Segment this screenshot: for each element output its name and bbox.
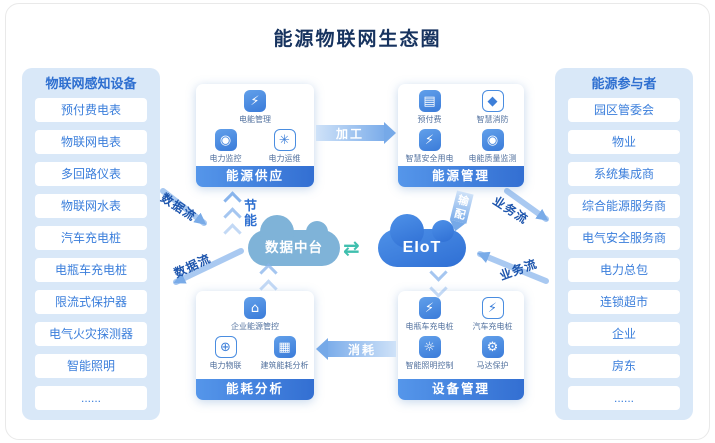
smart-lighting-icon: ☼	[418, 336, 441, 358]
device-item: 电气火灾探测器	[35, 322, 147, 346]
feature-label: 智慧消防	[476, 115, 509, 124]
chevron-up-icon	[223, 223, 242, 242]
data-platform-cloud: 数据中台	[248, 215, 340, 266]
feature-label: 电能管理	[239, 115, 271, 124]
motor-protection-icon: ⚙	[481, 336, 504, 358]
device-item: 智能照明	[35, 354, 147, 378]
participant-item: 电气安全服务商	[568, 226, 680, 250]
participant-item: 房东	[568, 354, 680, 378]
energy-management-features: ▤ 预付费 ◆ 智慧消防 ⚡ 智慧安全用电 ◉ 电能质量监测	[398, 84, 524, 168]
prepaid-icon: ▤	[418, 90, 441, 112]
feature-label: 电力运维	[268, 154, 301, 163]
energy-participants-panel-header: 能源参与者	[591, 76, 657, 91]
cycle-down-chevrons	[429, 263, 448, 298]
feature-label: 电能质量监测	[468, 154, 517, 163]
feature-label: 电力监控	[209, 154, 242, 163]
processing-arrow: 加工	[316, 122, 396, 144]
feature-item: ✳ 电力运维	[255, 129, 314, 164]
power-ops-icon: ✳	[273, 129, 296, 151]
feature-item: ▤ 预付费	[398, 90, 461, 125]
data-platform-cloud-label: 数据中台	[265, 240, 323, 255]
feature-item: ◉ 电能质量监测	[461, 129, 524, 164]
iot-devices-panel: 物联网感知设备 预付费电表物联网电表多回路仪表物联网水表汽车充电桩电瓶车充电桩限…	[22, 68, 160, 420]
cycle-up-chevrons	[259, 263, 278, 298]
participant-item: 物业	[568, 130, 680, 154]
iot-devices-list: 预付费电表物联网电表多回路仪表物联网水表汽车充电桩电瓶车充电桩限流式保护器电气火…	[22, 98, 160, 410]
consumption-arrow: 消耗	[316, 338, 396, 360]
arrow-head-right-icon	[384, 122, 396, 144]
feature-label: 建筑能耗分析	[260, 361, 309, 370]
feature-label: 电力物联	[209, 361, 242, 370]
energy-management-label: 能源管理	[398, 166, 524, 187]
chevron-down-icon	[429, 279, 448, 298]
energy-supply-features: ⚡ 电能管理◉ 电力监控 ✳ 电力运维	[196, 84, 314, 168]
feature-item: ⚡ 汽车充电桩	[461, 297, 524, 332]
device-item: ......	[35, 386, 147, 410]
participant-item: ......	[568, 386, 680, 410]
module-device-management: ⚡ 电瓶车充电桩 ⚡ 汽车充电桩 ☼ 智能照明控制 ⚙ 马达保护 设备管理	[398, 291, 524, 400]
power-quality-icon: ◉	[481, 129, 504, 151]
device-item: 预付费电表	[35, 98, 147, 122]
participant-item: 连锁超市	[568, 290, 680, 314]
feature-item: ⚡ 电能管理	[196, 90, 314, 125]
car-charger-icon: ⚡	[481, 297, 504, 319]
eiot-cloud-label: EIoT	[402, 239, 442, 256]
energy-participants-panel: 能源参与者 园区管委会物业系统集成商综合能源服务商电气安全服务商电力总包连锁超市…	[555, 68, 693, 420]
feature-label: 电瓶车充电桩	[405, 322, 454, 331]
feature-label: 马达保护	[476, 361, 509, 370]
energy-analysis-label: 能耗分析	[196, 379, 314, 400]
feature-item: ▦ 建筑能耗分析	[255, 336, 314, 371]
energy-saving-chevrons	[223, 191, 242, 242]
energy-saving-label: 节能	[243, 198, 257, 228]
feature-item: ◉ 电力监控	[196, 129, 255, 164]
device-management-label: 设备管理	[398, 379, 524, 400]
module-energy-supply: ⚡ 电能管理◉ 电力监控 ✳ 电力运维 能源供应	[196, 84, 314, 187]
module-energy-analysis: ⌂ 企业能源管控 ⊕ 电力物联 ▦ 建筑能耗分析 能耗分析	[196, 291, 314, 400]
processing-arrow-label: 加工	[316, 125, 384, 141]
iot-devices-panel-header: 物联网感知设备	[45, 76, 137, 91]
power-iot-globe-icon: ⊕	[214, 336, 237, 358]
device-item: 物联网水表	[35, 194, 147, 218]
participant-item: 电力总包	[568, 258, 680, 282]
feature-label: 智能照明控制	[405, 361, 454, 370]
arrow-head-left-icon	[316, 338, 328, 360]
energy-meter-icon: ⚡	[244, 90, 266, 112]
consumption-arrow-label: 消耗	[328, 341, 396, 357]
building-energy-icon: ▦	[273, 336, 296, 358]
participant-item: 企业	[568, 322, 680, 346]
device-management-features: ⚡ 电瓶车充电桩 ⚡ 汽车充电桩 ☼ 智能照明控制 ⚙ 马达保护	[398, 291, 524, 375]
device-item: 多回路仪表	[35, 162, 147, 186]
eiot-cloud: EIoT	[378, 214, 466, 267]
feature-item: ⌂ 企业能源管控	[196, 297, 314, 332]
participant-item: 园区管委会	[568, 98, 680, 122]
device-item: 电瓶车充电桩	[35, 258, 147, 282]
participant-item: 系统集成商	[568, 162, 680, 186]
feature-item: ⚙ 马达保护	[461, 336, 524, 371]
feature-label: 预付费	[417, 115, 442, 124]
device-item: 物联网电表	[35, 130, 147, 154]
feature-label: 汽车充电桩	[472, 322, 513, 331]
ebike-charger-icon: ⚡	[418, 297, 441, 319]
enterprise-energy-icon: ⌂	[244, 297, 266, 319]
feature-item: ◆ 智慧消防	[461, 90, 524, 125]
page-title: 能源物联网生态圈	[273, 29, 442, 50]
device-item: 限流式保护器	[35, 290, 147, 314]
energy-analysis-features: ⌂ 企业能源管控 ⊕ 电力物联 ▦ 建筑能耗分析	[196, 291, 314, 375]
energy-participants-list: 园区管委会物业系统集成商综合能源服务商电气安全服务商电力总包连锁超市企业房东..…	[555, 98, 693, 410]
feature-label: 智慧安全用电	[405, 154, 454, 163]
feature-item: ⊕ 电力物联	[196, 336, 255, 371]
feature-item: ⚡ 电瓶车充电桩	[398, 297, 461, 332]
energy-supply-label: 能源供应	[196, 166, 314, 187]
power-monitor-icon: ◉	[214, 129, 237, 151]
feature-label: 企业能源管控	[231, 322, 279, 331]
fire-shield-icon: ◆	[481, 90, 504, 112]
module-energy-management: ▤ 预付费 ◆ 智慧消防 ⚡ 智慧安全用电 ◉ 电能质量监测 能源管理	[398, 84, 524, 187]
feature-item: ⚡ 智慧安全用电	[398, 129, 461, 164]
device-item: 汽车充电桩	[35, 226, 147, 250]
exchange-arrows-icon: ⇄	[343, 236, 360, 260]
participant-item: 综合能源服务商	[568, 194, 680, 218]
safe-power-icon: ⚡	[418, 129, 441, 151]
chevron-up-icon	[259, 279, 278, 298]
feature-item: ☼ 智能照明控制	[398, 336, 461, 371]
